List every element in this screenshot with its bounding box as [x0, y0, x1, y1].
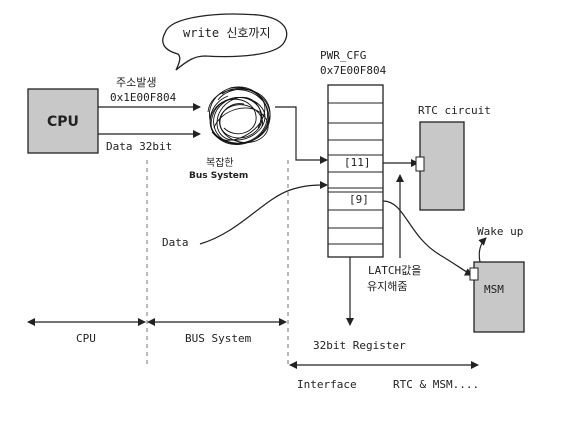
latch-line2: 유지해줌 [367, 280, 408, 293]
span-rtc-msm-label: RTC & MSM.... [393, 378, 480, 391]
register-name: PWR_CFG [320, 49, 367, 62]
register-stack [327, 84, 384, 258]
latch-line1: LATCH값을 [368, 264, 422, 277]
bus-scribble [207, 86, 271, 145]
bubble-text: write 신호까지 [183, 26, 271, 40]
register-address: 0x7E00F804 [320, 64, 387, 77]
data-label: Data [162, 236, 189, 249]
msm-box [473, 261, 525, 333]
rtc-box [419, 121, 465, 211]
rtc-label: RTC circuit [418, 104, 491, 117]
data-input-arrow [199, 181, 328, 245]
msm-label: MSM [484, 283, 504, 296]
data-bus-label: Data 32bit [106, 140, 173, 153]
span-interface-label: Interface [297, 378, 357, 391]
address-label: 주소발생 [116, 76, 157, 89]
cpu-box [27, 88, 99, 154]
span-cpu-label: CPU [76, 332, 96, 345]
span-register-label: 32bit Register [313, 339, 406, 352]
msm-port [469, 267, 479, 281]
register-to-msm-arrow [382, 200, 473, 276]
rtc-port [415, 156, 425, 172]
wakeup-arrow [478, 237, 487, 263]
wakeup-label: Wake up [477, 225, 524, 238]
address-value: 0x1E00F804 [110, 91, 177, 104]
cpu-label: CPU [47, 114, 79, 130]
bus-caption-line1: 복잡한 [206, 158, 234, 169]
span-bus-label: BUS System [185, 332, 252, 345]
speech-bubble [162, 13, 288, 71]
bit11-label: [11] [344, 156, 371, 169]
bus-to-register-arrow [275, 106, 328, 164]
bit9-label: [9] [349, 193, 369, 206]
bus-caption-line2: Bus System [189, 171, 249, 181]
